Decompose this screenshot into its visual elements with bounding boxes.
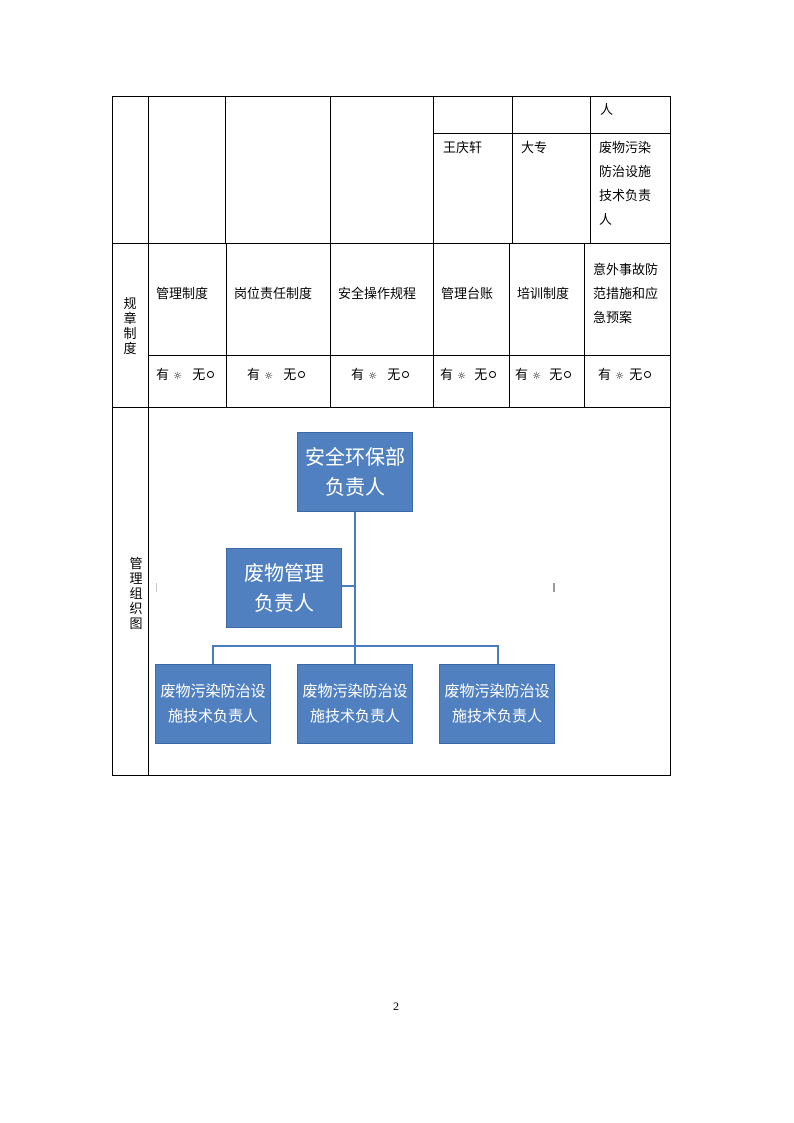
radio-yes-icon[interactable]: ☼	[532, 371, 542, 382]
person-name: 王庆轩	[443, 141, 483, 156]
radio-no-selected-icon[interactable]	[298, 371, 306, 378]
header-ledger: 管理台账	[441, 287, 494, 302]
radio-yes-icon[interactable]: ☼	[264, 371, 274, 382]
radio-yes-icon[interactable]: ☼	[173, 371, 183, 382]
person-education: 大专	[521, 141, 548, 156]
radio-no-selected-icon[interactable]	[402, 371, 410, 378]
selection-handle-left	[156, 583, 157, 592]
option-post-responsibility[interactable]: 有 ☼ 无	[247, 364, 306, 389]
header-safety-procedure: 安全操作规程	[338, 287, 417, 302]
radio-no-selected-icon[interactable]	[207, 371, 215, 378]
org-box-facility-tech-2: 废物污染防治设 施技术负责人	[297, 664, 413, 744]
role-continuation: 人	[600, 103, 614, 118]
option-emergency-plan[interactable]: 有 ☼ 无	[598, 364, 652, 389]
org-box-facility-tech-1: 废物污染防治设 施技术负责人	[155, 664, 271, 744]
header-post-responsibility: 岗位责任制度	[234, 287, 313, 302]
radio-yes-icon[interactable]: ☼	[457, 371, 467, 382]
header-management-system: 管理制度	[156, 287, 209, 302]
radio-no-selected-icon[interactable]	[644, 371, 652, 378]
page-number: 2	[393, 999, 399, 1013]
option-training[interactable]: 有 ☼ 无	[515, 364, 572, 389]
org-box-waste-manager: 废物管理 负责人	[226, 548, 342, 628]
radio-yes-icon[interactable]: ☼	[615, 371, 625, 382]
radio-no-selected-icon[interactable]	[489, 371, 497, 378]
org-box-dept-head: 安全环保部 负责人	[297, 432, 413, 512]
radio-yes-icon[interactable]: ☼	[368, 371, 378, 382]
option-safety-procedure[interactable]: 有 ☼ 无	[351, 364, 410, 389]
radio-no-selected-icon[interactable]	[564, 371, 572, 378]
header-training: 培训制度	[517, 287, 570, 302]
org-box-facility-tech-3: 废物污染防治设 施技术负责人	[439, 664, 555, 744]
option-ledger[interactable]: 有 ☼ 无	[440, 364, 497, 389]
selection-handle-right	[553, 583, 555, 592]
option-management-system[interactable]: 有 ☼ 无	[156, 364, 215, 389]
